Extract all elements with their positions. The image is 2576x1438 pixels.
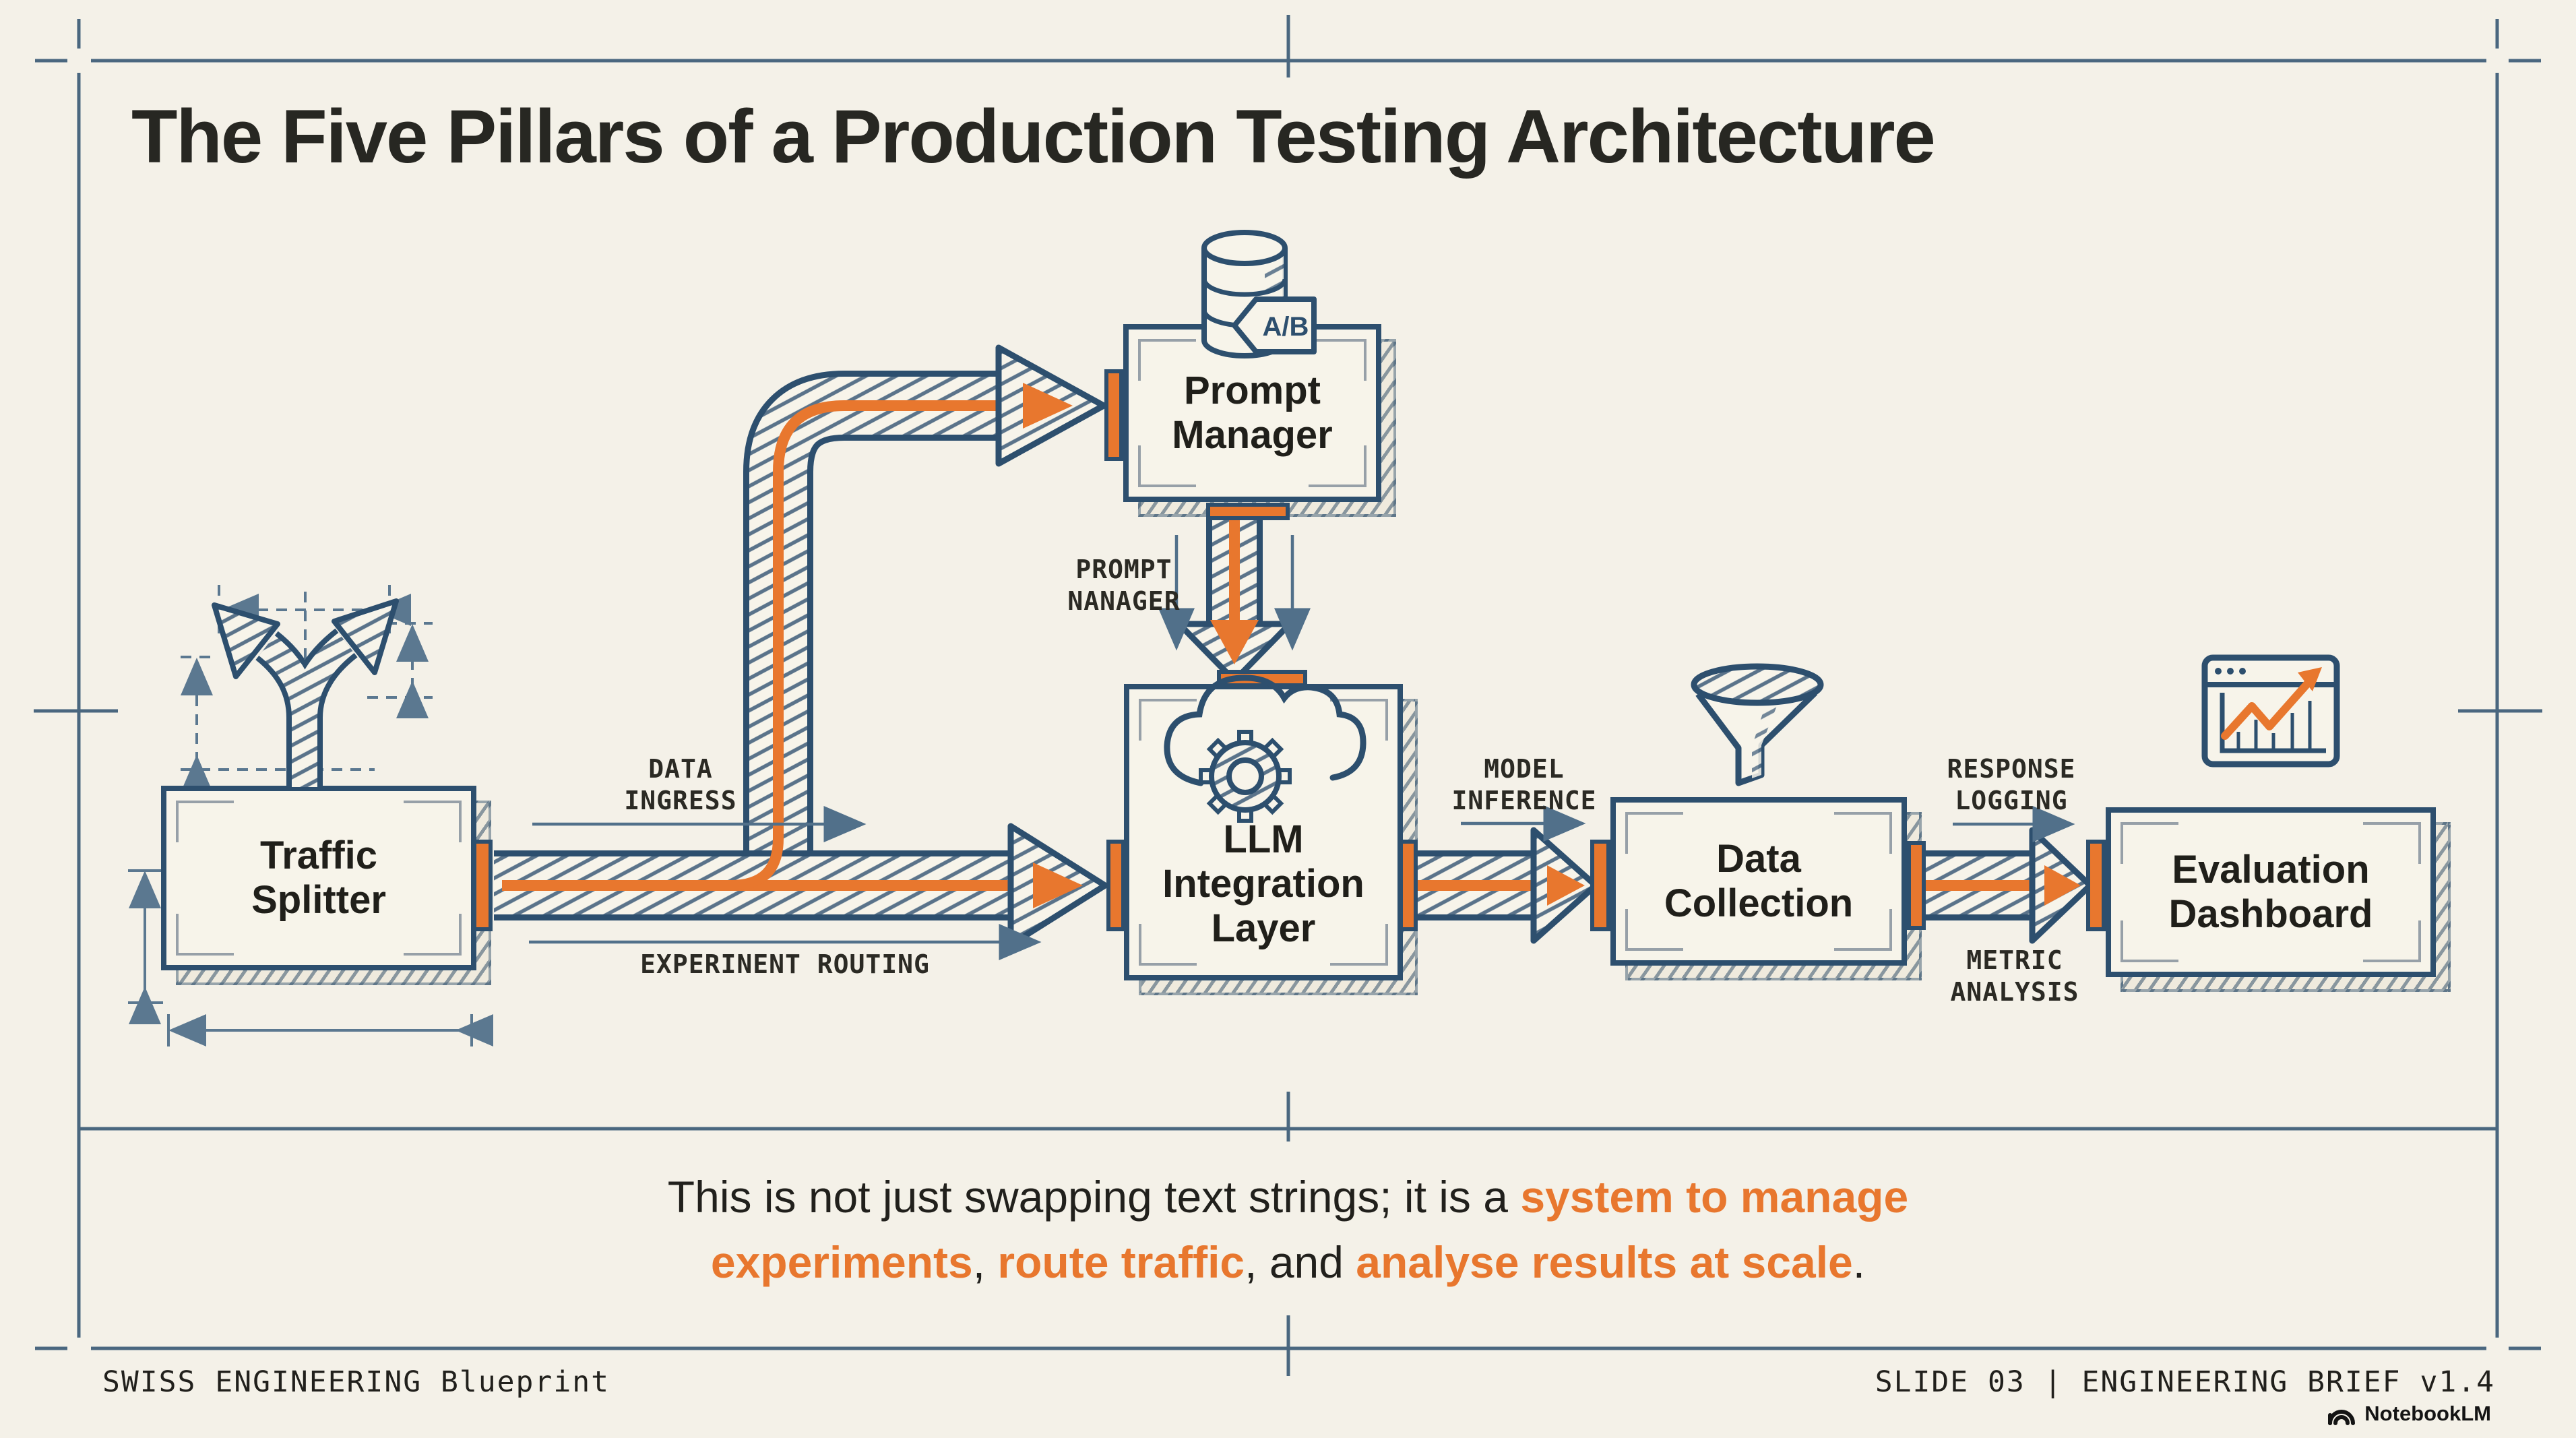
ab-test-badge: A/B <box>1232 296 1317 354</box>
caption-text: . <box>1852 1237 1866 1287</box>
connector-pm-in <box>1104 369 1123 461</box>
node-label: Traffic Splitter <box>251 834 386 922</box>
corner-bracket <box>176 801 234 842</box>
caption-text: This is not just swapping text strings; … <box>667 1172 1521 1222</box>
cloud-gear-icon <box>1164 675 1366 823</box>
corner-bracket <box>1625 812 1683 854</box>
arrow-pm-to-llm <box>1158 519 1311 684</box>
footer-left: SWISS ENGINEERING Blueprint <box>102 1365 610 1399</box>
node-label: Evaluation Dashboard <box>2168 848 2373 936</box>
corner-bracket <box>2121 920 2178 962</box>
corner-bracket <box>404 801 462 842</box>
connector-ts-out <box>472 840 493 931</box>
dashboard-chart-icon <box>2201 654 2340 768</box>
fat-arrowheads-orange <box>1023 383 1083 908</box>
ab-badge-label: A/B <box>1263 312 1309 342</box>
node-label: Data Collection <box>1664 837 1854 925</box>
page-title: The Five Pillars of a Production Testing… <box>131 94 1936 179</box>
connector-dc-out <box>1907 841 1926 930</box>
corner-bracket <box>1834 812 1892 854</box>
connector-ed-in <box>2086 840 2106 931</box>
orange-route-line <box>502 400 1046 891</box>
connector-llm-out <box>1399 840 1418 931</box>
connector-dc-in <box>1590 840 1610 931</box>
corner-bracket <box>1625 909 1683 951</box>
corner-bracket <box>176 914 234 956</box>
footer-right: SLIDE 03 | ENGINEERING BRIEF v1.4 <box>1875 1365 2495 1399</box>
corner-bracket <box>2121 822 2178 864</box>
node-data-collection: Data Collection <box>1610 797 1907 966</box>
traffic-split-icon <box>212 598 399 787</box>
node-traffic-splitter: Traffic Splitter <box>161 786 476 970</box>
caption-highlight: system to manage <box>1520 1172 1909 1222</box>
caption-line-2: experiments, route traffic, and analyse … <box>0 1230 2576 1295</box>
connector-pm-out <box>1206 503 1290 520</box>
label-response-logging: RESPONSE LOGGING <box>1947 754 2076 815</box>
label-model-inference: MODEL INFERENCE <box>1451 754 1597 815</box>
arrow-data-to-eval <box>1924 827 2094 944</box>
thin-flow-arrows <box>529 805 2075 960</box>
caption-text: , <box>972 1237 998 1287</box>
corner-bracket <box>404 914 462 956</box>
funnel-icon <box>1691 663 1824 786</box>
caption: This is not just swapping text strings; … <box>0 1164 2576 1295</box>
arrow-llm-to-data <box>1416 827 1599 944</box>
caption-highlight: analyse results at scale <box>1356 1237 1853 1287</box>
node-label: Prompt Manager <box>1172 369 1333 457</box>
node-prompt-manager: Prompt Manager <box>1123 324 1381 502</box>
corner-bracket <box>1309 339 1366 381</box>
caption-highlight: experiments <box>710 1237 973 1287</box>
notebooklm-wordmark: NotebookLM <box>2364 1402 2491 1425</box>
node-label: LLM Integration Layer <box>1162 817 1364 950</box>
corner-bracket <box>1834 909 1892 951</box>
connector-llm-in <box>1106 840 1125 931</box>
notebooklm-logo-icon <box>2328 1410 2355 1425</box>
corner-bracket <box>1139 924 1197 966</box>
label-data-ingress: DATA INGRESS <box>624 754 737 815</box>
corner-bracket <box>2363 920 2421 962</box>
corner-bracket <box>1139 699 1197 741</box>
corner-bracket <box>1330 924 1388 966</box>
blueprint-frame <box>34 15 2542 1376</box>
corner-bracket <box>1330 699 1388 741</box>
caption-highlight: route traffic <box>997 1237 1245 1287</box>
label-metric-analysis: METRIC ANALYSIS <box>1950 945 2079 1007</box>
caption-line-1: This is not just swapping text strings; … <box>0 1164 2576 1230</box>
corner-bracket <box>2363 822 2421 864</box>
corner-bracket <box>1309 445 1366 487</box>
caption-text: , and <box>1245 1237 1356 1287</box>
label-experiment-routing: EXPERINENT ROUTING <box>640 949 930 979</box>
node-evaluation-dashboard: Evaluation Dashboard <box>2106 807 2436 977</box>
corner-bracket <box>1138 339 1196 381</box>
corner-bracket <box>1138 445 1196 487</box>
